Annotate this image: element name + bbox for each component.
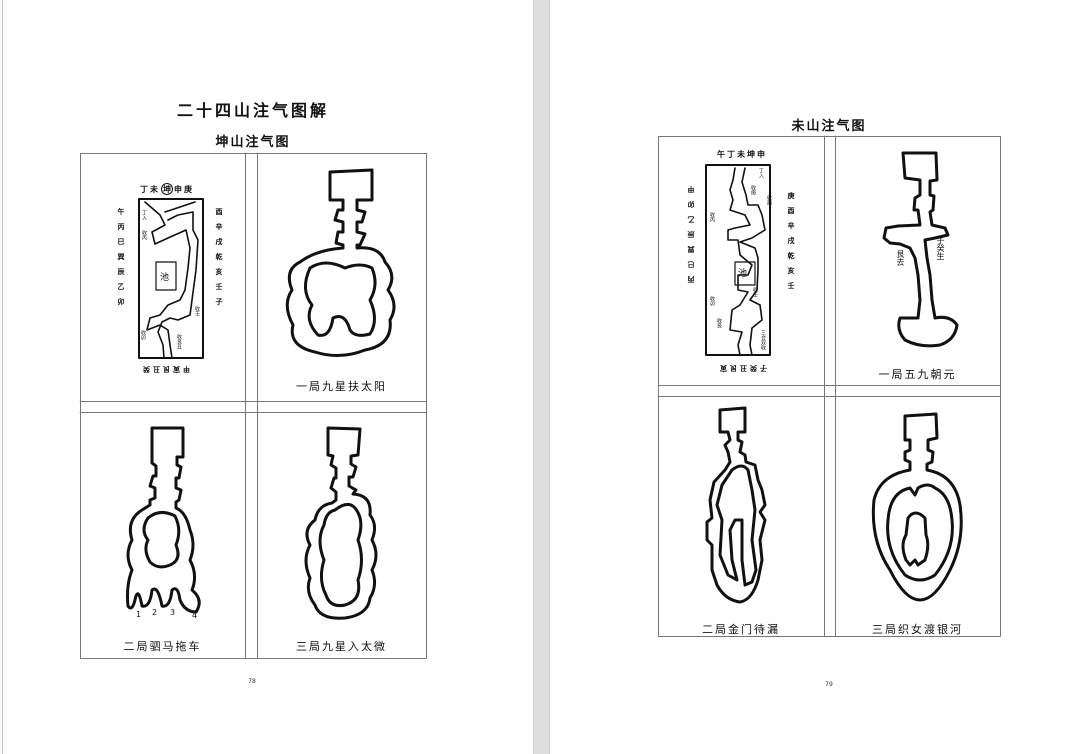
label-zigui-sheng: 子癸生 bbox=[936, 236, 945, 260]
compass-bottom-labels: 甲寅艮丑癸 bbox=[140, 365, 190, 374]
label-pool: 池 bbox=[738, 269, 748, 279]
label-b: 收酉 bbox=[766, 195, 772, 205]
compass-right-labels: 庚酉辛戌乾亥壬 bbox=[787, 192, 796, 297]
figure-jinmen-dailou bbox=[705, 406, 767, 604]
figure-caption: 三局织女渡银河 bbox=[872, 623, 963, 636]
compass-bottom-labels: 子癸丑艮寅 bbox=[717, 364, 767, 373]
compass-top-labels: 丁未坤申庚 bbox=[140, 183, 194, 195]
channel-number: 3 bbox=[170, 608, 176, 617]
page-title: 二十四山注气图解 bbox=[176, 101, 329, 120]
compass-left-labels: 丙巳巽辰乙卯甲 bbox=[686, 178, 695, 283]
page-title: 未山注气图 bbox=[791, 119, 867, 134]
figure-caption: 一局五九朝元 bbox=[878, 368, 957, 381]
figure-caption: 二局金门待漏 bbox=[702, 623, 780, 636]
compass-left-labels: 午丙巳巽辰乙卯 bbox=[117, 208, 126, 313]
figure-caption: 一局九星扶太阳 bbox=[296, 380, 387, 393]
page-number: 78 bbox=[248, 678, 256, 685]
compass-top-labels: 午丁未坤申 bbox=[717, 149, 767, 159]
figure-grid-left bbox=[79, 152, 427, 659]
compass-diagram-wei bbox=[705, 164, 771, 356]
channel-number: 2 bbox=[152, 608, 158, 617]
compass-top-after: 申庚 bbox=[174, 184, 194, 194]
label-d: 收艮丑 bbox=[176, 334, 182, 349]
page-number: 79 bbox=[825, 681, 833, 688]
channel-number: 4 bbox=[192, 611, 198, 620]
label-b: 收壬 bbox=[194, 306, 200, 316]
label-in: 丁入 bbox=[141, 210, 147, 220]
page-79 bbox=[550, 0, 1077, 754]
label-a: 收丙 bbox=[141, 230, 147, 240]
label-c: 收丙 bbox=[709, 212, 715, 222]
compass-top-before: 丁未 bbox=[140, 184, 160, 194]
label-pool: 池 bbox=[160, 273, 170, 283]
figure-caption: 三局九星入太微 bbox=[296, 640, 387, 653]
section-title: 坤山注气图 bbox=[215, 135, 291, 150]
figure-sima-tuoche bbox=[126, 426, 201, 614]
label-g: 三合双收 bbox=[760, 330, 766, 350]
page-78 bbox=[2, 0, 534, 754]
label-f: 收艮 bbox=[716, 318, 722, 328]
label-d: 收壬 bbox=[752, 287, 758, 297]
label-e: 收卯 bbox=[709, 296, 715, 306]
label-in: 丁入 bbox=[758, 168, 764, 178]
figure-caption: 二局驷马拖车 bbox=[123, 640, 202, 653]
figure-jiuxing-rutaiwei bbox=[304, 426, 378, 620]
label-c: 收卯 bbox=[140, 330, 146, 340]
compass-right-labels: 酉辛戌乾亥壬子 bbox=[215, 208, 224, 313]
page-gutter bbox=[533, 0, 550, 754]
channel-number: 1 bbox=[136, 610, 142, 619]
figure-jiuxing-futaiyang bbox=[285, 168, 396, 357]
figure-wujiu-chaoyuan bbox=[882, 151, 959, 348]
figure-grid-right bbox=[657, 135, 1001, 637]
compass-diagram-kun bbox=[138, 198, 204, 359]
label-a: 收庚 bbox=[750, 185, 756, 195]
compass-circled-kun: 坤 bbox=[161, 183, 173, 195]
label-gen-qu: 艮去 bbox=[896, 250, 905, 266]
figure-zhinv-duyinhe bbox=[871, 412, 963, 602]
